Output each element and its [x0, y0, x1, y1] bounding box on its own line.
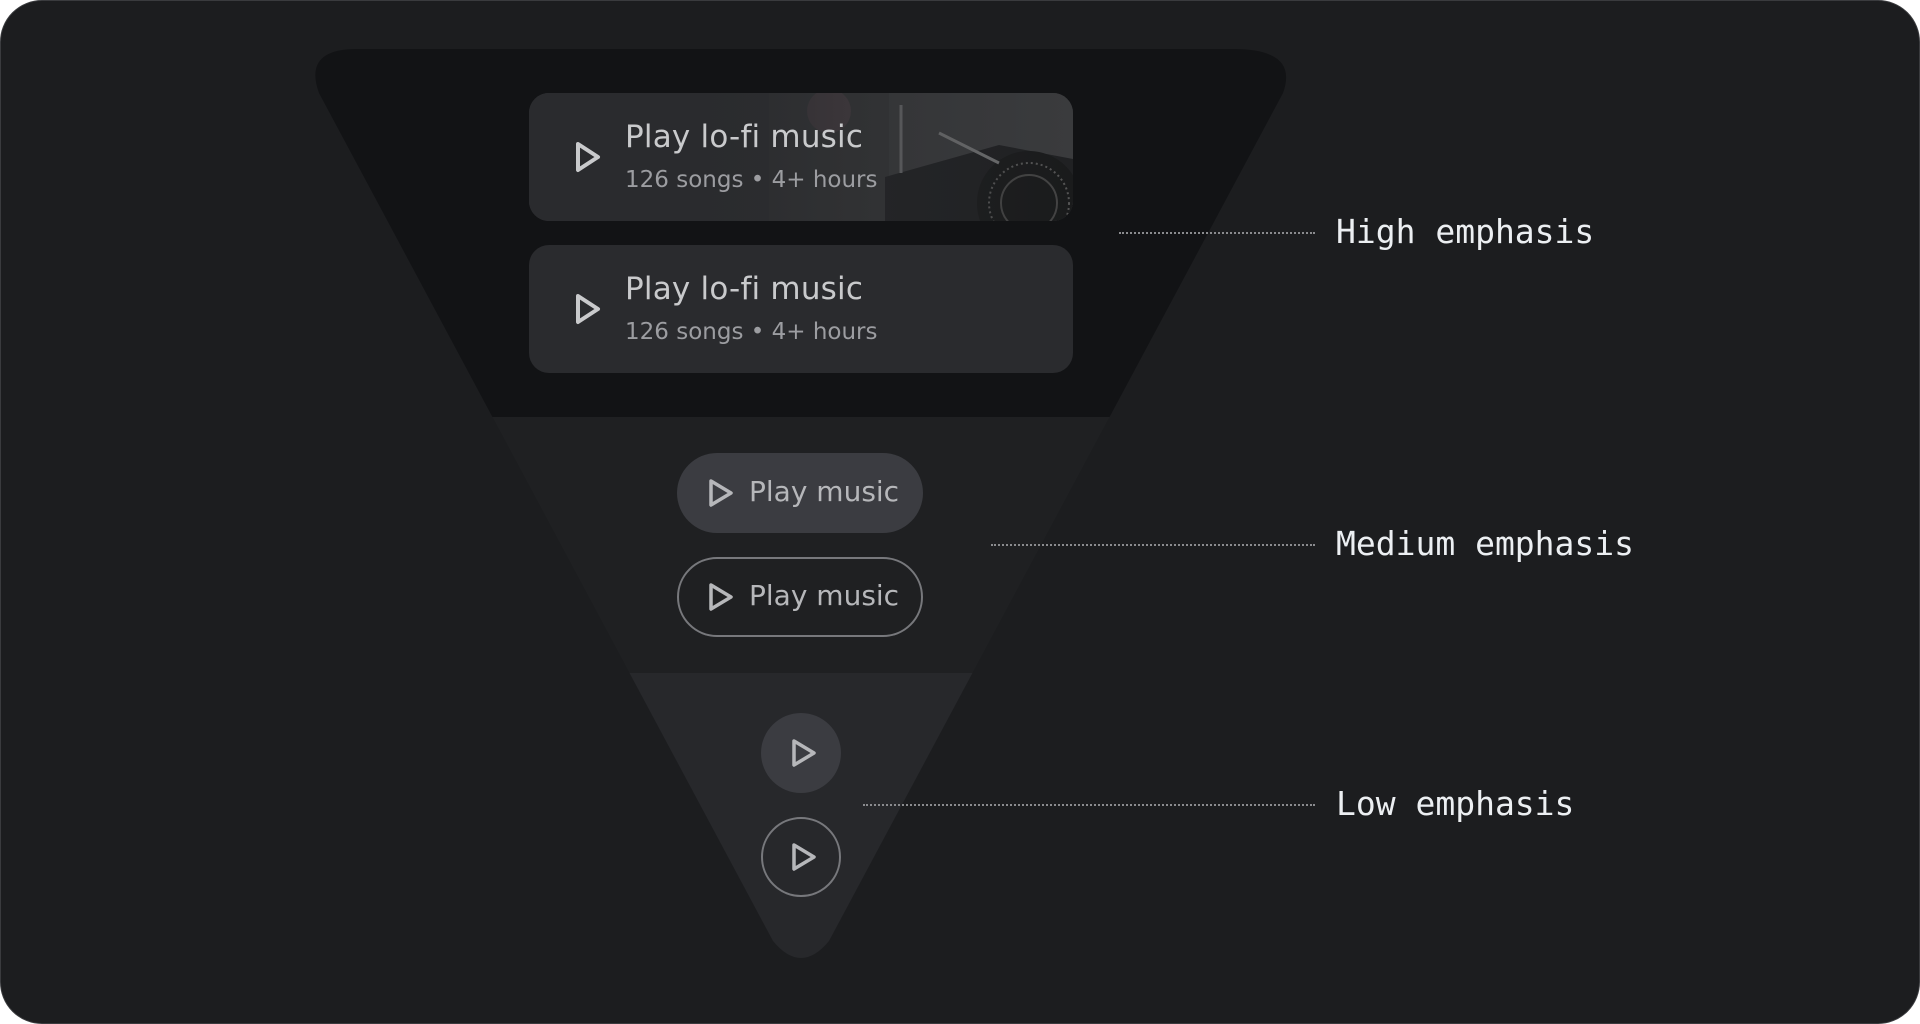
high-emphasis-leader	[1119, 232, 1315, 234]
play-icon	[792, 739, 816, 767]
tier-low	[315, 673, 1287, 958]
card-subtitle: 126 songs • 4+ hours	[625, 167, 878, 193]
turntable-photo	[529, 93, 1073, 221]
medium-emphasis-leader	[991, 544, 1315, 546]
play-outlined-icon-button[interactable]	[761, 817, 841, 897]
play-icon	[792, 843, 816, 871]
card-subtitle: 126 songs • 4+ hours	[625, 319, 878, 345]
play-music-tonal-button[interactable]: Play music	[677, 453, 923, 533]
low-emphasis-leader	[863, 804, 1315, 806]
play-icon	[709, 583, 733, 611]
medium-emphasis-label: Medium emphasis	[1336, 524, 1635, 563]
low-emphasis-label: Low emphasis	[1336, 784, 1575, 823]
music-card-with-image[interactable]: Play lo-fi music 126 songs • 4+ hours	[529, 93, 1073, 221]
music-card[interactable]: Play lo-fi music 126 songs • 4+ hours	[529, 245, 1073, 373]
high-emphasis-label: High emphasis	[1336, 212, 1595, 251]
card-title: Play lo-fi music	[625, 271, 864, 307]
play-icon	[576, 294, 600, 324]
button-label: Play music	[749, 579, 900, 612]
play-music-outlined-button[interactable]: Play music	[677, 557, 923, 637]
button-label: Play music	[749, 475, 900, 508]
card-title: Play lo-fi music	[625, 119, 864, 155]
play-tonal-icon-button[interactable]	[761, 713, 841, 793]
play-icon	[576, 142, 600, 172]
play-icon	[709, 479, 733, 507]
